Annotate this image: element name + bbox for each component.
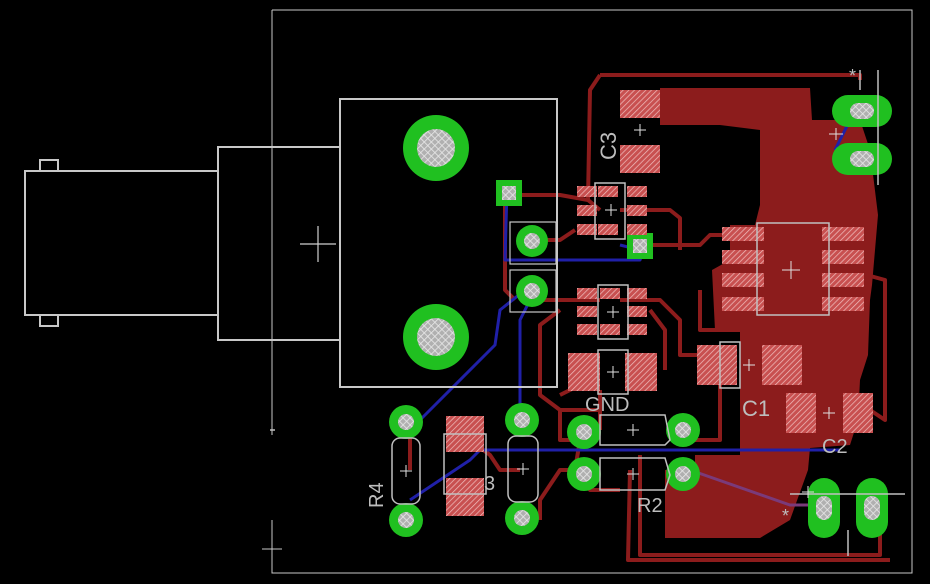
mounting-pad bbox=[403, 115, 469, 370]
bnc-connector bbox=[24, 98, 558, 388]
oval-pads bbox=[808, 95, 892, 538]
smd-pads bbox=[446, 90, 873, 516]
via-outlines bbox=[509, 221, 557, 313]
through-hole-pads bbox=[389, 403, 700, 537]
star-top: * bbox=[849, 66, 856, 86]
origin-crosses bbox=[400, 124, 843, 498]
vias bbox=[496, 180, 653, 307]
star-bottom: * bbox=[782, 506, 789, 526]
copper-pour bbox=[660, 88, 878, 538]
label-r3: 3 bbox=[484, 473, 495, 495]
silkscreen bbox=[270, 70, 905, 556]
label-r4: R4 bbox=[366, 482, 388, 508]
label-gnd: GND bbox=[585, 394, 629, 416]
plus-icon bbox=[300, 226, 336, 262]
purple-traces bbox=[689, 468, 810, 507]
label-c2: C2 bbox=[822, 436, 848, 458]
label-c1: C1 bbox=[742, 396, 770, 421]
board-outline bbox=[262, 9, 913, 574]
label-c3: C3 bbox=[596, 132, 621, 160]
bottom-traces bbox=[409, 108, 862, 502]
label-r2: R2 bbox=[637, 495, 663, 517]
